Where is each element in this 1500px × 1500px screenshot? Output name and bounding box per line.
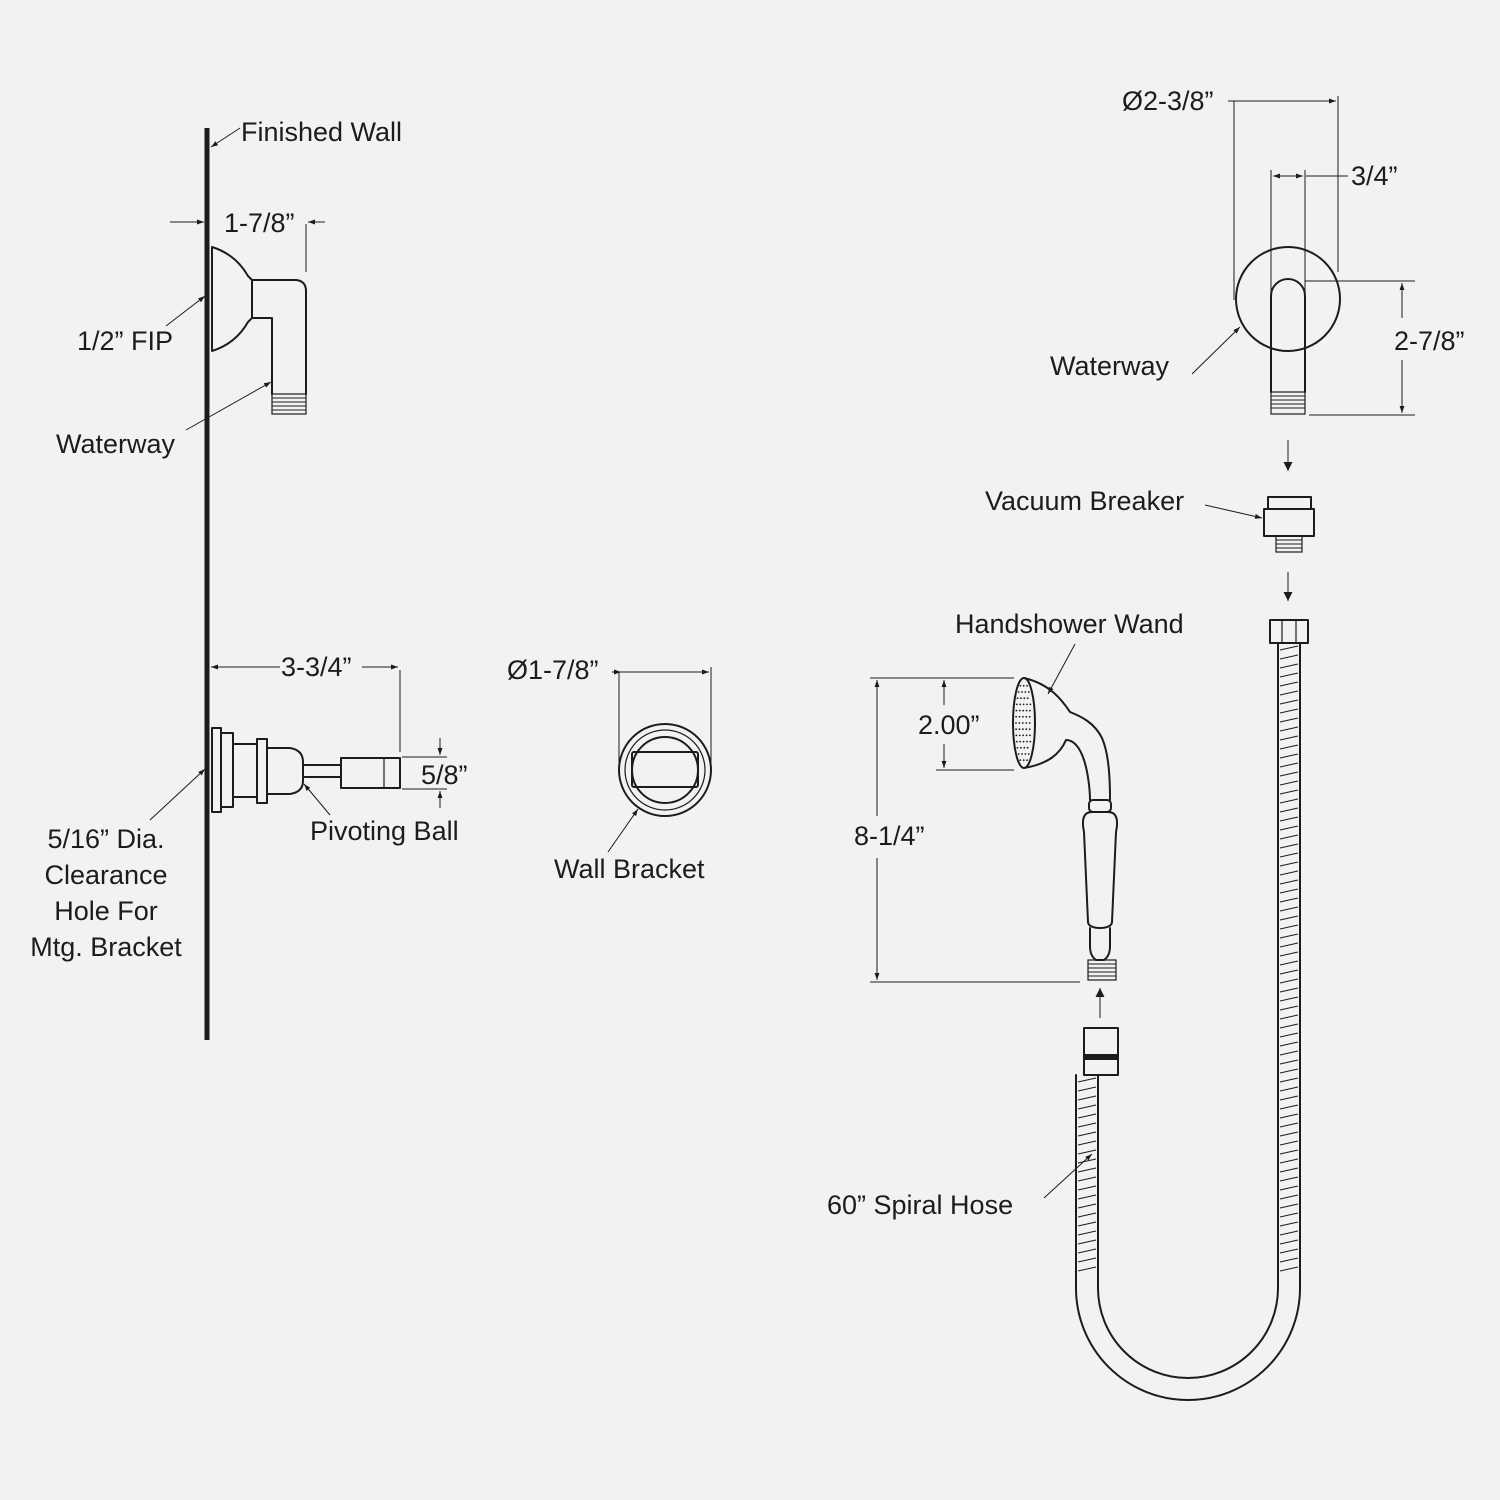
dim-2-00-label: 2.00” bbox=[918, 710, 980, 740]
dim-8-1-4-label: 8-1/4” bbox=[854, 821, 925, 851]
clearance-hole-label-line-1: 5/16” Dia. bbox=[47, 824, 164, 854]
dim-8-1-4-wand bbox=[870, 677, 1080, 983]
finished-wall-leader bbox=[210, 127, 241, 148]
pivoting-ball-label: Pivoting Ball bbox=[310, 816, 459, 846]
waterway-left-label: Waterway bbox=[56, 429, 176, 459]
dim-1-7-8-label: 1-7/8” bbox=[224, 208, 295, 238]
wall-bracket-label: Wall Bracket bbox=[554, 854, 705, 884]
dim-3-3-4-label: 3-3/4” bbox=[281, 652, 352, 682]
spiral-hose bbox=[1075, 619, 1309, 1401]
dim-2-7-8-label: 2-7/8” bbox=[1394, 326, 1465, 356]
spiral-hose-leader bbox=[1043, 1153, 1093, 1199]
pivoting-ball-leader bbox=[303, 783, 331, 816]
vacuum-breaker bbox=[1263, 496, 1315, 553]
dim-dia-2-3-8-label: Ø2-3/8” bbox=[1122, 86, 1214, 116]
wall-bracket-front-view bbox=[618, 723, 712, 817]
dim-3-4-label: 3/4” bbox=[1351, 161, 1398, 191]
wall-bracket-side-view bbox=[211, 727, 401, 813]
dim-5-8-height bbox=[402, 738, 447, 808]
waterway-front-view bbox=[1235, 246, 1341, 415]
waterway-right-label: Waterway bbox=[1050, 351, 1170, 381]
waterway-left-leader bbox=[185, 381, 272, 431]
dim-2-7-8-height bbox=[1305, 280, 1415, 416]
handshower-wand-label: Handshower Wand bbox=[955, 609, 1184, 639]
vacuum-breaker-label: Vacuum Breaker bbox=[985, 486, 1184, 516]
clearance-hole-label-line-4: Mtg. Bracket bbox=[30, 932, 182, 962]
handshower-wand bbox=[1012, 677, 1118, 981]
waterway-right-leader bbox=[1191, 326, 1241, 375]
dim-dia-2-3-8 bbox=[1228, 96, 1339, 300]
dim-3-4-width bbox=[1270, 170, 1348, 292]
clearance-hole-label-line-3: Hole For bbox=[54, 896, 158, 926]
dim-5-8-label: 5/8” bbox=[421, 760, 468, 790]
dim-1-7-8-depth bbox=[170, 219, 325, 272]
dim-dia-1-7-8-label: Ø1-7/8” bbox=[507, 655, 599, 685]
vacuum-breaker-leader bbox=[1204, 504, 1263, 519]
wall-bracket-leader bbox=[607, 808, 639, 853]
handshower-wand-leader bbox=[1047, 643, 1076, 695]
clearance-hole-leader bbox=[149, 768, 206, 821]
waterway-side-view bbox=[211, 246, 307, 415]
fip-label: 1/2” FIP bbox=[77, 326, 173, 356]
clearance-hole-label-line-2: Clearance bbox=[44, 860, 167, 890]
finished-wall-label: Finished Wall bbox=[241, 117, 402, 147]
dim-3-3-4-length bbox=[211, 664, 401, 752]
spiral-hose-label: 60” Spiral Hose bbox=[827, 1190, 1013, 1220]
dim-dia-1-7-8 bbox=[612, 667, 712, 770]
fip-leader bbox=[165, 295, 206, 327]
